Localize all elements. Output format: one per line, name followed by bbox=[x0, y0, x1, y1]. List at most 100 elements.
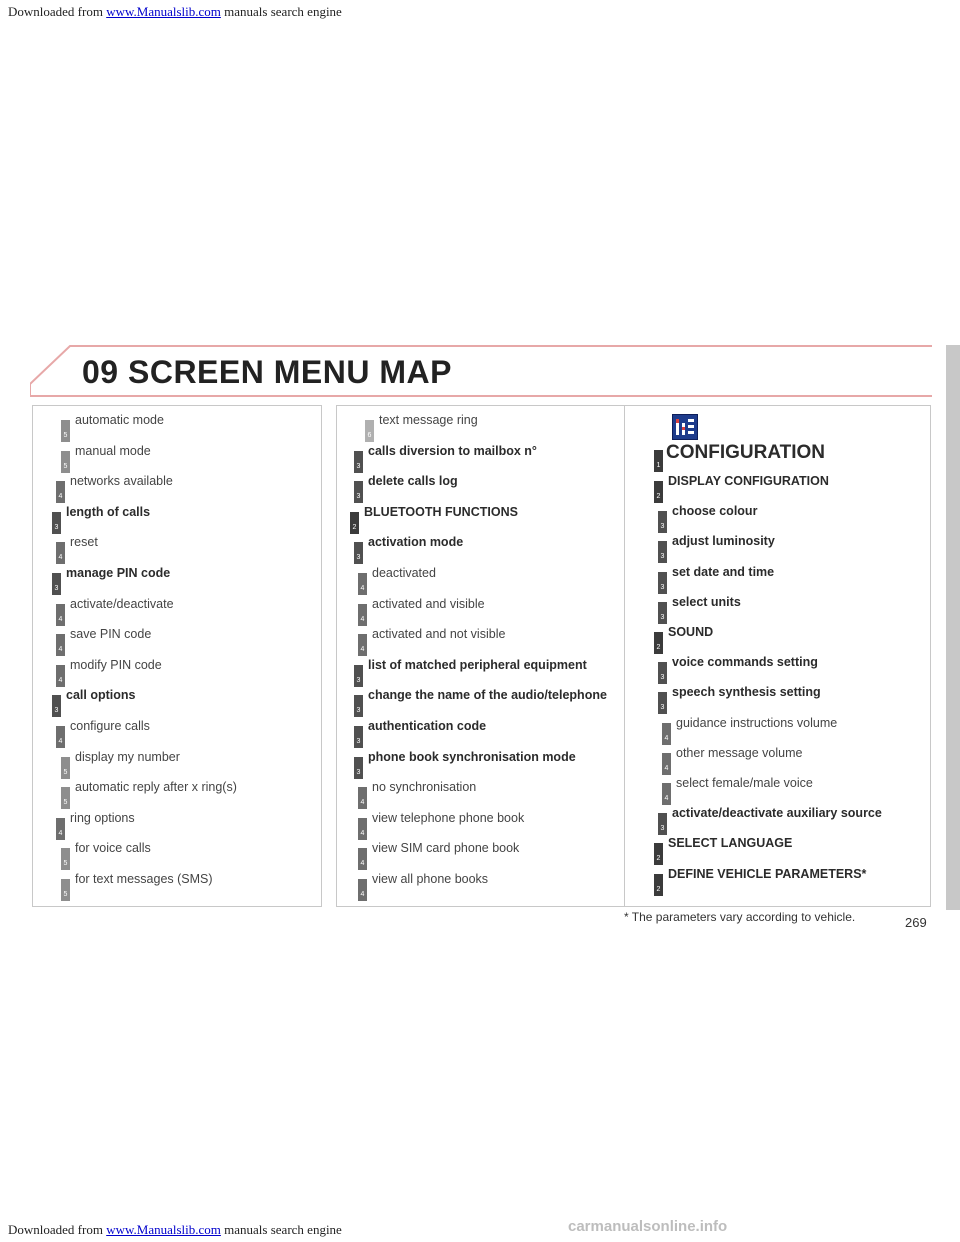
level-badge: 3 bbox=[354, 481, 363, 504]
menu-item-label: other message volume bbox=[676, 745, 803, 760]
level-badge: 4 bbox=[56, 726, 65, 748]
level-badge: 3 bbox=[354, 542, 363, 565]
level-badge: 3 bbox=[658, 571, 667, 594]
menu-item-label: voice commands setting bbox=[672, 655, 818, 670]
footer-manualslib-link[interactable]: www.Manualslib.com bbox=[106, 1222, 221, 1237]
menu-item-label: list of matched peripheral equipment bbox=[368, 657, 587, 672]
menu-item-label: select units bbox=[672, 594, 741, 609]
menu-item-label: adjust luminosity bbox=[672, 534, 775, 549]
level-badge: 6 bbox=[365, 420, 374, 442]
level-badge: 4 bbox=[358, 573, 367, 595]
level-badge: 2 bbox=[654, 873, 663, 896]
menu-item-label: activated and visible bbox=[372, 596, 485, 611]
menu-item-label: DISPLAY CONFIGURATION bbox=[668, 474, 829, 488]
level-badge: 4 bbox=[56, 664, 65, 687]
menu-item-label: modify PIN code bbox=[70, 657, 162, 672]
menu-item-label: select female/male voice bbox=[676, 776, 813, 790]
menu-item-label: view telephone phone book bbox=[372, 810, 525, 825]
level-badge: 3 bbox=[658, 511, 667, 534]
menu-item-label: ring options bbox=[70, 810, 135, 825]
config-icon-graphic bbox=[676, 419, 694, 435]
page-title: 09 SCREEN MENU MAP bbox=[82, 354, 452, 391]
level-badge: 3 bbox=[354, 695, 363, 718]
level-badge: 4 bbox=[358, 787, 367, 810]
menu-item-label: DEFINE VEHICLE PARAMETERS* bbox=[668, 866, 867, 881]
menu-item-label: SELECT LANGUAGE bbox=[668, 836, 793, 851]
menu-item-label: no synchronisation bbox=[372, 780, 477, 795]
side-tab-bar bbox=[946, 345, 960, 910]
menu-item-label: activated and not visible bbox=[372, 627, 506, 642]
menu-item-label: change the name of the audio/telephone bbox=[368, 688, 607, 703]
footer-suffix: manuals search engine bbox=[224, 1222, 342, 1237]
level-badge: 4 bbox=[358, 848, 367, 871]
menu-item-label: automatic mode bbox=[75, 413, 164, 427]
menu-item-label: delete calls log bbox=[368, 474, 458, 489]
menu-item-label: manual mode bbox=[75, 443, 151, 458]
menu-item-label: activation mode bbox=[368, 535, 464, 550]
level-badge: 4 bbox=[56, 634, 65, 657]
level-badge: 2 bbox=[654, 632, 663, 654]
level-badge: 3 bbox=[658, 541, 667, 564]
level-badge: 3 bbox=[52, 695, 61, 718]
header-suffix: manuals search engine bbox=[224, 4, 342, 19]
level-badge: 3 bbox=[354, 450, 363, 473]
footer-prefix: Downloaded from bbox=[8, 1222, 103, 1237]
download-header: Downloaded from www.Manualslib.com manua… bbox=[8, 4, 342, 20]
level-badge: 4 bbox=[358, 603, 367, 626]
level-badge: 5 bbox=[61, 879, 70, 901]
menu-item-label: choose colour bbox=[672, 504, 758, 519]
manualslib-link[interactable]: www.Manualslib.com bbox=[106, 4, 221, 19]
level-badge: 4 bbox=[662, 722, 671, 745]
download-footer: Downloaded from www.Manualslib.com manua… bbox=[8, 1218, 727, 1238]
configuration-title: CONFIGURATION bbox=[666, 442, 826, 463]
menu-item-label: guidance instructions volume bbox=[676, 715, 838, 730]
menu-item-label: display my number bbox=[75, 749, 180, 764]
menu-item-label: for text messages (SMS) bbox=[75, 872, 213, 886]
level-badge: 4 bbox=[358, 634, 367, 657]
menu-item-label: automatic reply after x ring(s) bbox=[75, 780, 237, 795]
menu-item-label: BLUETOOTH FUNCTIONS bbox=[364, 504, 518, 519]
menu-item-label: activate/deactivate auxiliary source bbox=[672, 806, 882, 821]
level-badge: 3 bbox=[658, 662, 667, 685]
menu-panel-middle bbox=[336, 405, 626, 907]
menu-item-label: for voice calls bbox=[75, 841, 151, 856]
menu-item-label: networks available bbox=[70, 474, 173, 489]
menu-panel-right bbox=[624, 405, 931, 907]
level-badge: 3 bbox=[52, 511, 61, 534]
level-badge: 2 bbox=[654, 843, 663, 866]
menu-item-label: calls diversion to mailbox n° bbox=[368, 443, 537, 458]
menu-item-label: phone book synchronisation mode bbox=[368, 749, 576, 764]
menu-item-label: call options bbox=[66, 688, 136, 703]
config-icon bbox=[672, 414, 698, 440]
level-badge: 4 bbox=[358, 817, 367, 840]
menu-item-label: speech synthesis setting bbox=[672, 685, 821, 700]
menu-item-label: view all phone books bbox=[372, 872, 489, 886]
level-badge: 5 bbox=[61, 420, 70, 442]
level-badge: 1 bbox=[654, 450, 663, 472]
watermark: carmanualsonline.info bbox=[568, 1218, 728, 1235]
menu-item-label: manage PIN code bbox=[66, 566, 171, 580]
level-badge: 4 bbox=[358, 879, 367, 901]
level-badge: 3 bbox=[658, 692, 667, 715]
menu-item-label: length of calls bbox=[66, 504, 151, 519]
menu-item-label: authentication code bbox=[368, 719, 487, 733]
header-prefix: Downloaded from bbox=[8, 4, 103, 19]
menu-item-label: reset bbox=[70, 535, 98, 550]
section-title-banner: 09 SCREEN MENU MAP bbox=[30, 344, 932, 398]
level-badge: 4 bbox=[56, 481, 65, 504]
footnote: * The parameters vary according to vehic… bbox=[624, 910, 856, 924]
level-badge: 3 bbox=[354, 756, 363, 779]
level-badge: 2 bbox=[654, 481, 663, 503]
level-badge: 4 bbox=[56, 603, 65, 626]
menu-item-label: activate/deactivate bbox=[70, 596, 174, 611]
level-badge: 4 bbox=[56, 817, 65, 840]
level-badge: 2 bbox=[350, 511, 359, 534]
level-badge: 3 bbox=[658, 813, 667, 836]
menu-item-label: deactivated bbox=[372, 566, 436, 580]
page-number: 269 bbox=[905, 915, 927, 930]
section-number: 09 bbox=[82, 354, 119, 390]
level-badge: 3 bbox=[52, 573, 61, 595]
menu-item-label: save PIN code bbox=[70, 627, 152, 642]
menu-item-label: view SIM card phone book bbox=[372, 841, 520, 856]
section-title-text: SCREEN MENU MAP bbox=[127, 354, 452, 390]
